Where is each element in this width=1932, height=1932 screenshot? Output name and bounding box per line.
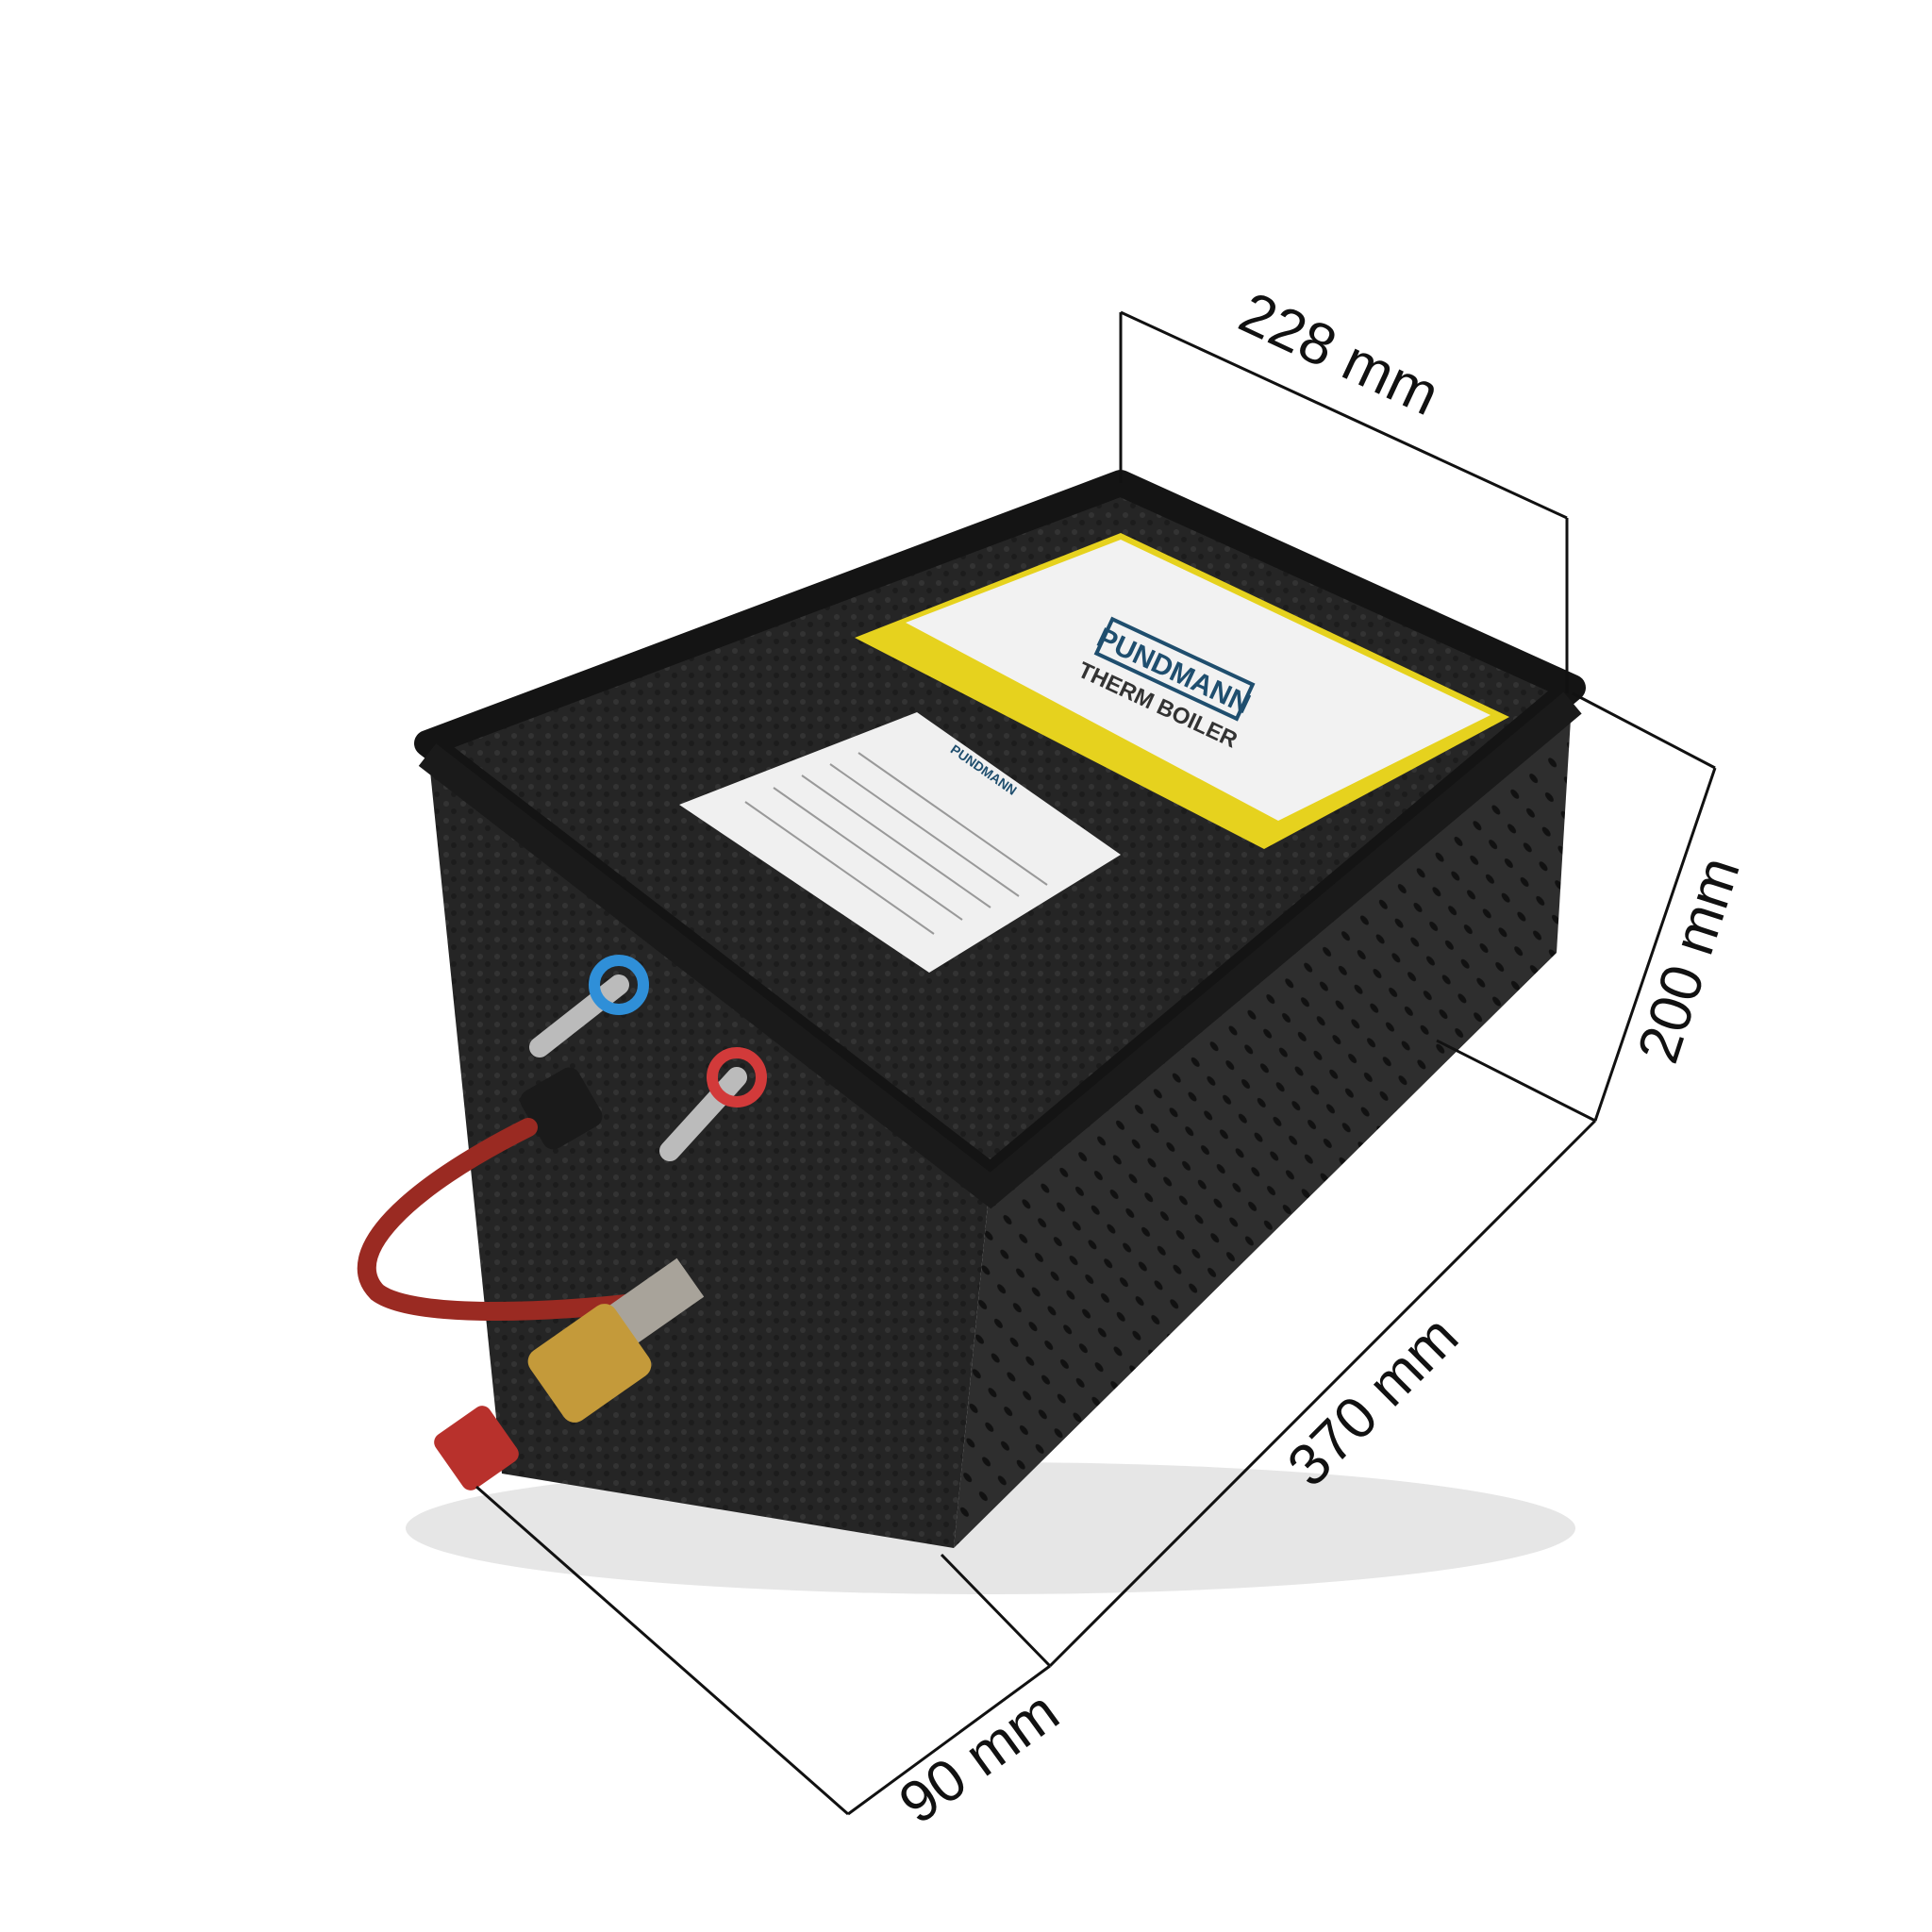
hot-water-outlet xyxy=(659,1047,767,1161)
cold-water-inlet xyxy=(529,955,649,1058)
box-side-face xyxy=(954,688,1573,1548)
cable-gland xyxy=(520,1067,603,1150)
dimension-length-label: 370 mm xyxy=(1275,1304,1471,1499)
dimension-width-label: 228 mm xyxy=(1230,280,1449,428)
safety-valve xyxy=(434,1257,705,1491)
lid-rim-front xyxy=(418,691,1582,1209)
red-hose xyxy=(357,1118,651,1321)
dimension-lines xyxy=(475,310,1717,1816)
dimension-depth-label: 90 mm xyxy=(888,1679,1071,1837)
product-label: PUNDMANN THERM BOILER xyxy=(855,533,1509,849)
dimension-height-label: 200 mm xyxy=(1625,850,1753,1071)
